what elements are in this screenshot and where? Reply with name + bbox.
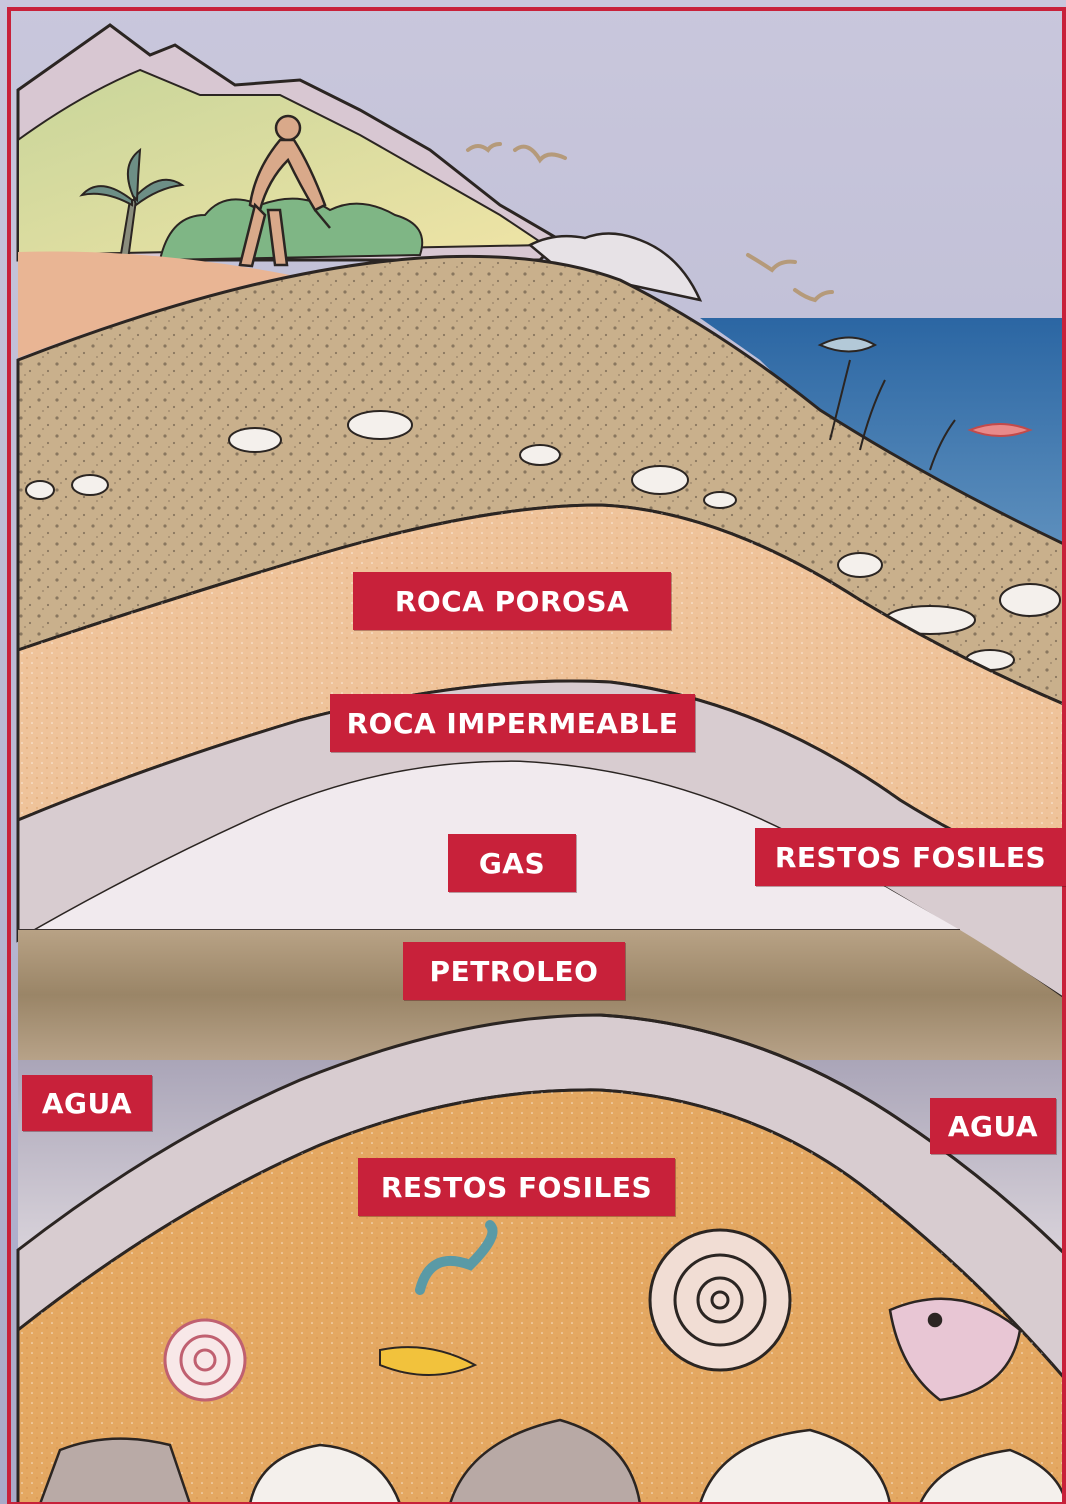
label-agua-left: AGUA [22,1075,152,1131]
small-shell-fossil [165,1320,245,1400]
label-petroleo: PETROLEO [403,942,625,1000]
label-restos-fosiles-upper: RESTOS FOSILES [755,828,1066,886]
label-agua-right: AGUA [930,1098,1056,1154]
label-roca-impermeable: ROCA IMPERMEABLE [330,694,695,752]
label-gas: GAS [448,834,576,892]
label-roca-porosa: ROCA POROSA [353,572,671,630]
ammonite-fossil [650,1230,790,1370]
label-restos-fosiles-lower: RESTOS FOSILES [358,1158,675,1216]
